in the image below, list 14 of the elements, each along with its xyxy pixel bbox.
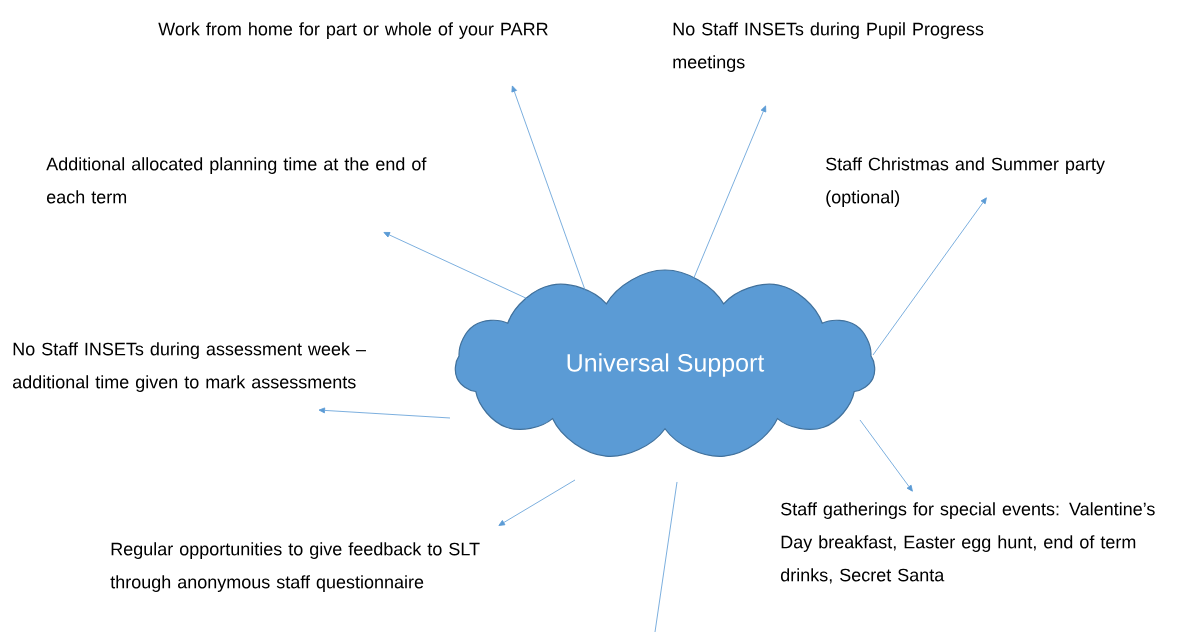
arrow [872, 197, 987, 356]
text-label: Additional allocated planning time at the end of each term [46, 157, 427, 204]
cloud: Universal Support [454, 269, 876, 457]
arrow [511, 85, 586, 291]
text-label: Work from home for part or whole of your PARR [158, 22, 548, 39]
arrow [692, 105, 767, 281]
text-label: No Staff INSETs during assessment week – additional time given to mark assessments [12, 342, 366, 392]
arrow [498, 479, 576, 526]
text-label: Staff gatherings for special events: Valentine’s Day breakfast, Easter egg hunt, end of term drinks, Secret Santa [780, 502, 1155, 584]
text-label: No Staff INSETs during Pupil Progress meetings [673, 22, 984, 72]
text-label: Regular opportunities to give feedback to SLT through anonymous staff questionnaire [110, 542, 480, 592]
text-label: Staff Christmas and Summer party (optional) [826, 157, 1105, 207]
arrow [318, 407, 451, 419]
arrow [859, 419, 913, 492]
